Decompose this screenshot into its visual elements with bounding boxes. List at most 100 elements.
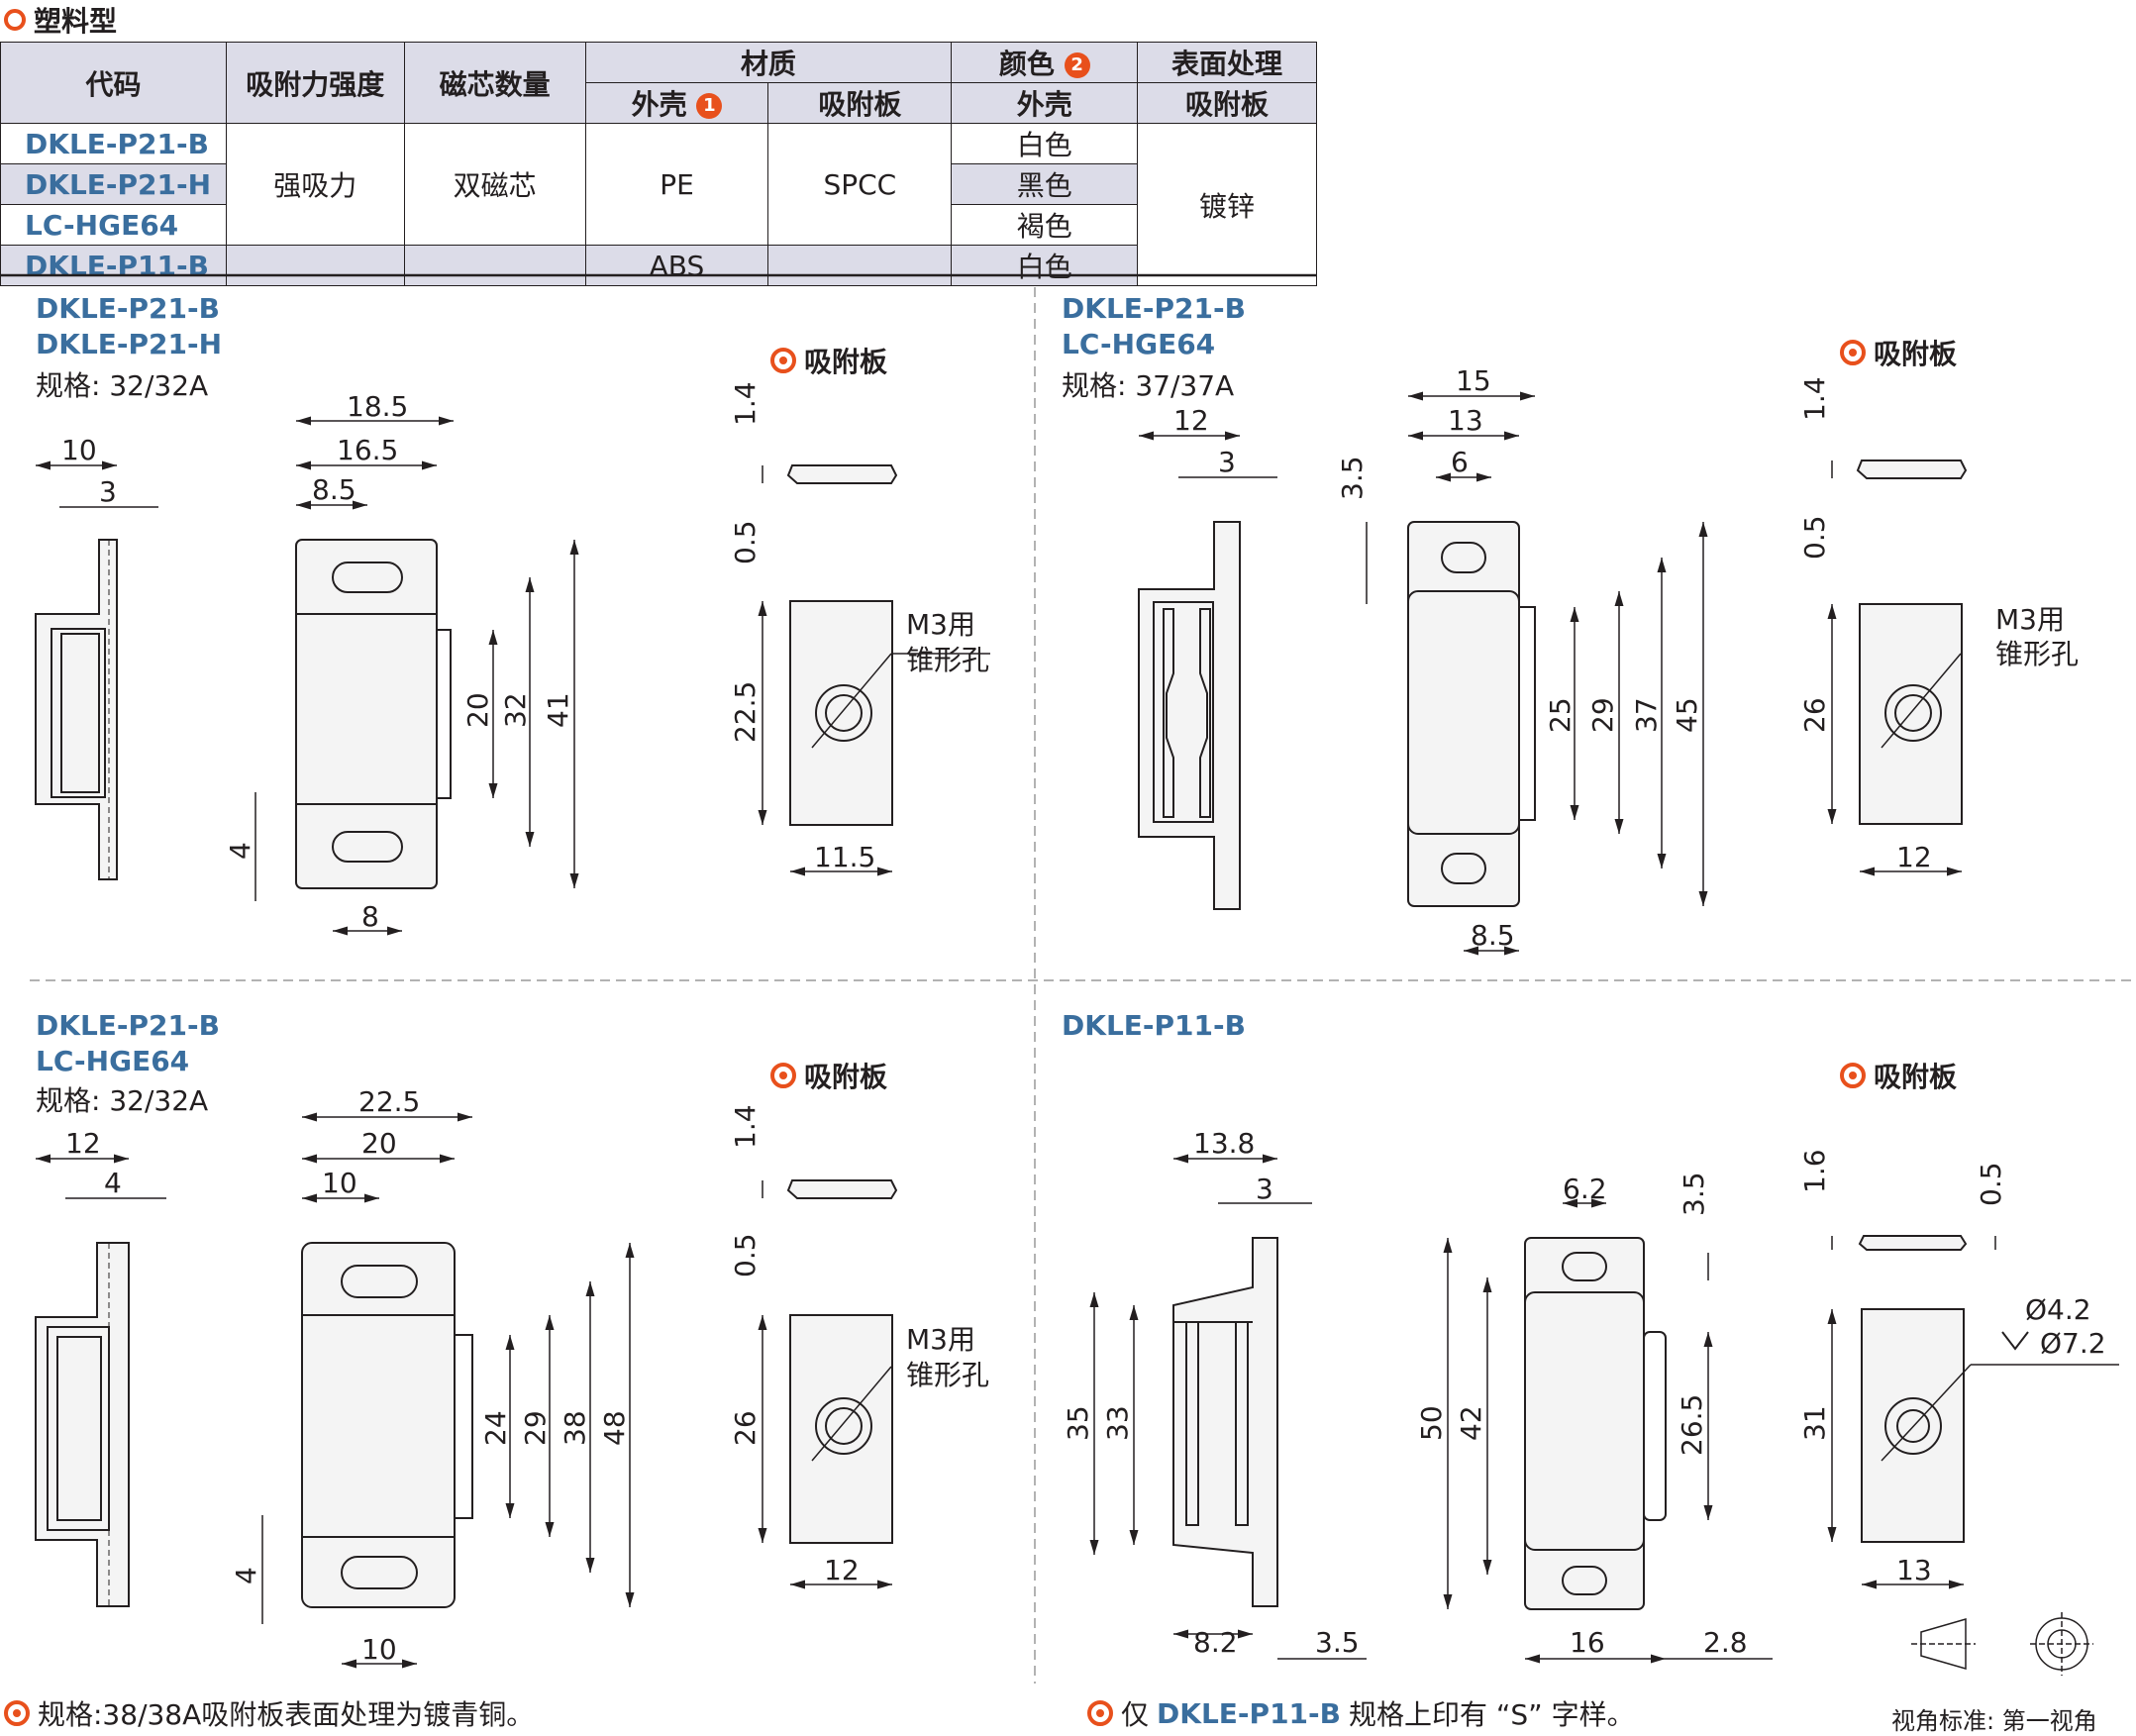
dim-label: 45 xyxy=(1671,697,1703,733)
dim-label: 1.6 xyxy=(1798,1149,1831,1193)
br-side-view xyxy=(1172,1237,1278,1607)
br-front-view xyxy=(1524,1237,1667,1610)
view-standard: 视角标准: 第一视角 xyxy=(1891,1707,2097,1735)
br-plate-title: 吸附板 xyxy=(1840,1056,1957,1095)
hole-label: M3用 xyxy=(906,608,975,641)
dim-label: 8.5 xyxy=(312,473,356,506)
bullet-icon xyxy=(770,348,796,373)
bl-side-view xyxy=(35,1242,130,1607)
br-plate xyxy=(1858,1235,2119,1543)
tl-spec: 规格: 32/32A xyxy=(36,369,209,402)
dim-label: 3 xyxy=(99,475,117,508)
dim-label: 4 xyxy=(230,1567,262,1584)
hole-label: 锥形孔 xyxy=(1995,638,2079,670)
header-color-shell: 外壳 xyxy=(951,82,1139,124)
dim-label: 12 xyxy=(65,1127,101,1160)
tl-side-view xyxy=(35,539,118,880)
dim-label: 20 xyxy=(361,1127,397,1160)
header-surface: 表面处理 xyxy=(1137,42,1317,83)
dim-label: 22.5 xyxy=(729,681,762,743)
dim-label: 1.4 xyxy=(729,1104,762,1149)
header-code: 代码 xyxy=(0,42,227,124)
bullet-icon xyxy=(1087,1700,1113,1726)
dim-label: 8.2 xyxy=(1193,1626,1238,1659)
dim-label: 22.5 xyxy=(358,1085,420,1118)
dim-label: 0.5 xyxy=(1798,515,1831,560)
dim-label: 3.5 xyxy=(1315,1626,1360,1659)
dim-label: 42 xyxy=(1455,1405,1487,1441)
code-cell: DKLE-P21-H xyxy=(0,163,227,205)
color-cell: 白色 xyxy=(951,123,1139,164)
first-angle-projection-icon xyxy=(1911,1612,2093,1676)
dim-label: 1.4 xyxy=(729,381,762,426)
dim-label: 50 xyxy=(1415,1405,1448,1441)
dim-label: 6.2 xyxy=(1563,1173,1607,1205)
tr-models: DKLE-P21-B LC-HGE64 xyxy=(1062,291,1246,362)
dim-label: 16.5 xyxy=(337,434,398,466)
note-right-pre: 仅 xyxy=(1121,1698,1150,1731)
color-cell: 褐色 xyxy=(951,204,1139,246)
dim-label: 26.5 xyxy=(1676,1394,1708,1456)
bl-plate-title: 吸附板 xyxy=(770,1056,887,1095)
header-color: 颜色 2 xyxy=(951,42,1139,83)
note-right-code: DKLE-P11-B xyxy=(1157,1696,1341,1730)
model-code: LC-HGE64 xyxy=(36,1045,190,1077)
model-code: LC-HGE64 xyxy=(1062,328,1216,360)
bullet-icon xyxy=(4,1700,30,1726)
dim-label: 0.5 xyxy=(1975,1162,2007,1206)
dim-label: 0.5 xyxy=(729,520,762,564)
dim-label: 18.5 xyxy=(347,390,408,423)
code-cell: LC-HGE64 xyxy=(0,204,227,246)
dim-label: 12 xyxy=(824,1554,860,1586)
tl-front-view xyxy=(295,539,452,889)
bl-front-view xyxy=(301,1242,473,1608)
dim-label: 33 xyxy=(1101,1405,1134,1441)
spec-table: 代码 吸附力强度 磁芯数量 材质 颜色 2 表面处理 外壳 1 吸附板 外壳 吸… xyxy=(0,42,1317,286)
dim-label: 31 xyxy=(1798,1405,1831,1441)
note-right-post: 规格上印有 “S” 字样。 xyxy=(1349,1698,1635,1731)
bl-plate xyxy=(786,1179,898,1544)
dim-label: Ø4.2 xyxy=(2025,1293,2091,1326)
header-surface-plate: 吸附板 xyxy=(1137,82,1317,124)
surface-cell: 镀锌 xyxy=(1137,123,1317,286)
dim-label: 38 xyxy=(559,1410,591,1446)
br-models: DKLE-P11-B xyxy=(1062,1008,1246,1044)
dim-label: 13 xyxy=(1896,1554,1932,1586)
tr-plate-title: 吸附板 xyxy=(1840,333,1957,372)
model-code: DKLE-P21-H xyxy=(36,328,223,360)
dim-label: 32 xyxy=(499,692,532,728)
badge-2-icon: 2 xyxy=(1064,52,1090,78)
bl-models: DKLE-P21-B LC-HGE64 xyxy=(36,1008,220,1079)
dim-label: 3.5 xyxy=(1678,1172,1710,1216)
tl-models: DKLE-P21-B DKLE-P21-H xyxy=(36,291,222,362)
hole-label: 锥形孔 xyxy=(906,644,989,676)
dim-label: 35 xyxy=(1062,1405,1094,1441)
tr-spec: 规格: 37/37A xyxy=(1062,369,1235,402)
hole-label: 锥形孔 xyxy=(906,1359,989,1391)
dim-label: 15 xyxy=(1456,364,1491,397)
hole-label: M3用 xyxy=(1995,603,2065,636)
plate-material-cell: SPCC xyxy=(767,123,953,246)
magnets-cell-empty xyxy=(403,245,586,286)
dim-label: 11.5 xyxy=(814,841,875,873)
dim-label: 10 xyxy=(61,434,97,466)
header-strength: 吸附力强度 xyxy=(225,42,405,124)
shell-material-cell: ABS xyxy=(584,245,769,286)
model-code: DKLE-P21-B xyxy=(36,1009,220,1042)
bullet-icon xyxy=(770,1063,796,1088)
tr-front-view xyxy=(1407,521,1536,907)
dim-label: 0.5 xyxy=(729,1233,762,1277)
dim-label: 10 xyxy=(322,1167,357,1199)
dim-label: 3.5 xyxy=(1336,456,1369,500)
dim-label: 41 xyxy=(542,692,574,728)
table-row: DKLE-P21-H 黑色 xyxy=(0,163,1317,205)
plate-material-cell-empty xyxy=(767,245,953,286)
dim-label: 8 xyxy=(361,900,379,933)
dim-label: 13.8 xyxy=(1193,1127,1255,1160)
dim-label: 4 xyxy=(104,1167,122,1199)
dim-label: 20 xyxy=(461,692,494,728)
dim-label: 26 xyxy=(729,1410,762,1446)
badge-1-icon: 1 xyxy=(696,93,723,119)
